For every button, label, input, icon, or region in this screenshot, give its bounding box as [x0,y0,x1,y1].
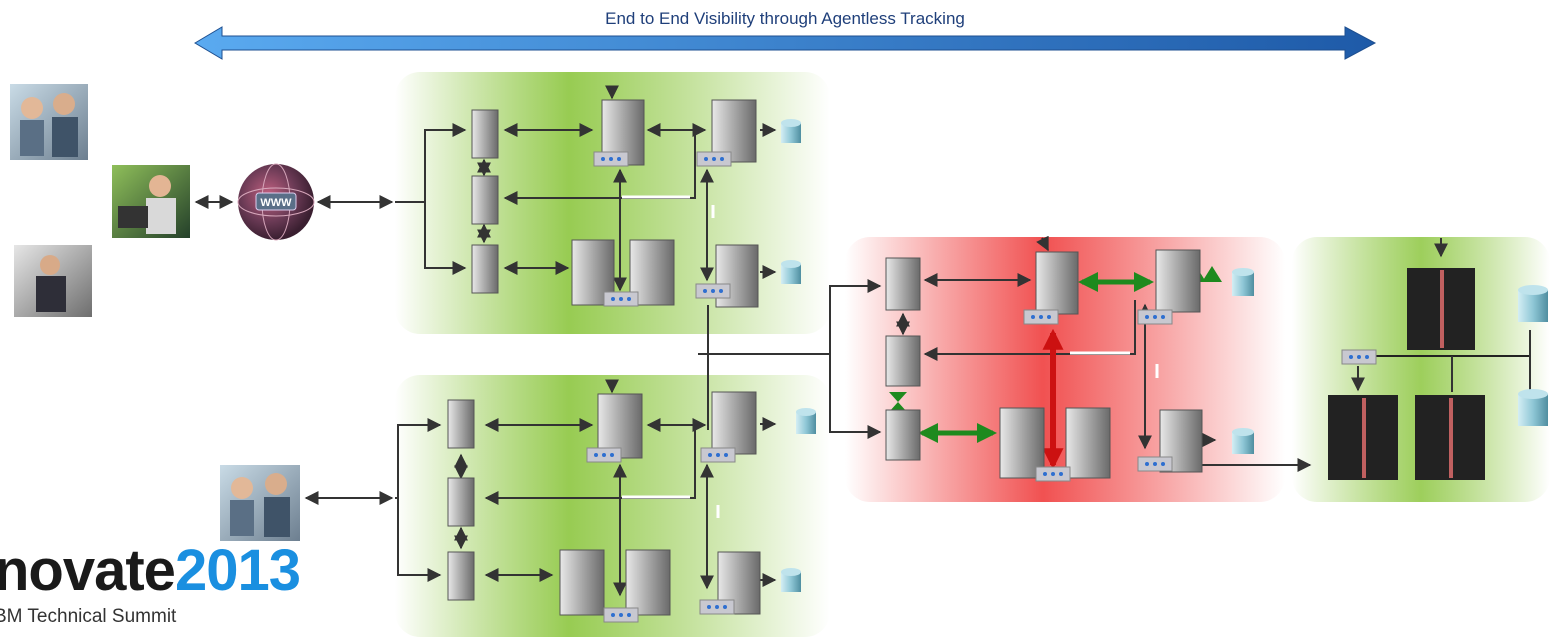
server-db-bottom-1 [711,391,757,455]
mainframe-1 [1407,268,1475,350]
server-web-3 [471,244,499,294]
server-app-bottom-2 [559,549,671,616]
connectors [194,85,1531,597]
brand-main-text: novate [0,538,176,603]
server-mid-app-1 [1035,251,1079,315]
database-icon [1518,389,1548,426]
database-icon [781,568,801,592]
visibility-banner-arrow [194,26,1377,60]
brand-subtitle: BM Technical Summit [0,606,177,627]
brand-wordmark: novate2013 [0,542,301,600]
database-icon [781,119,801,143]
server-mid-1 [885,257,921,311]
server-web-4 [447,399,475,449]
database-icon [781,260,801,284]
mainframe-2 [1328,395,1398,480]
server-mid-app-2 [999,407,1111,479]
database-icon [1232,268,1254,296]
server-web-6 [447,551,475,601]
healthy-transaction-arrows [918,272,1154,443]
database-icon [1232,428,1254,454]
link-gaps [622,195,1159,518]
server-web-2 [471,175,499,225]
mainframe-3 [1415,395,1485,480]
internet-globe-icon: WWW [237,163,315,241]
server-web-5 [447,477,475,527]
server-mid-db-1 [1155,249,1201,313]
server-web-1 [471,109,499,159]
call-center-users-photo [10,84,88,160]
probe-dots [594,157,1369,617]
database-icon [1518,285,1548,322]
database-icon [796,408,816,434]
database-icons [781,119,1548,592]
office-worker-photo [14,245,92,317]
brand-year: 2013 [174,538,301,603]
server-mid-2 [885,335,921,387]
globe-label: WWW [260,197,292,209]
support-team-photo [220,465,300,541]
server-mid-3 [885,409,921,461]
visibility-banner-label: End to End Visibility through Agentless … [605,9,965,28]
event-branding: novate2013 BM Technical Summit [0,542,301,628]
laptop-user-photo [112,165,190,238]
